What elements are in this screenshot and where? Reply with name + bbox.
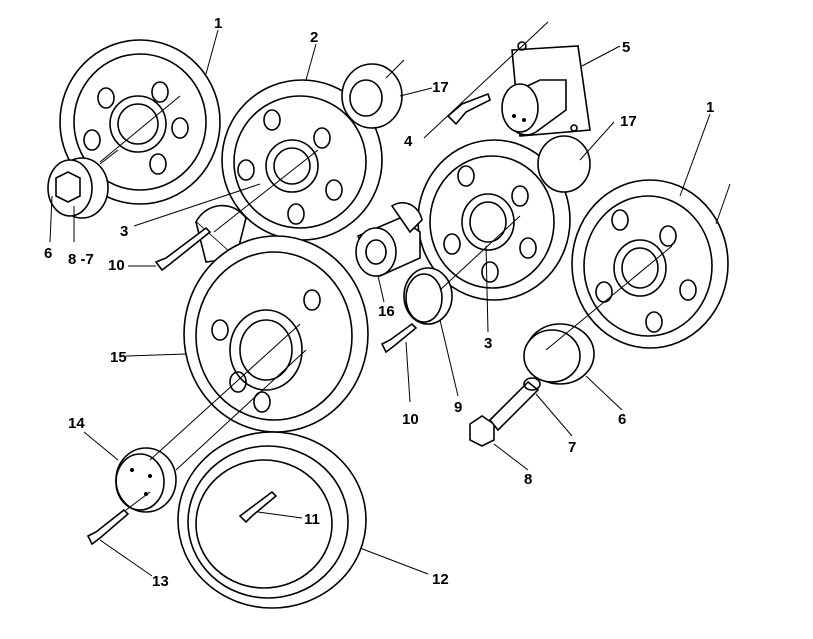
callout-8: 8 [524, 471, 532, 488]
washer-nut-left [47, 149, 119, 219]
bolt-10-center [380, 322, 418, 354]
callout-14: 14 [68, 415, 85, 432]
callout-7: 7 [568, 439, 576, 456]
gear-12 [177, 431, 367, 609]
callouts: 1 2 17 5 4 17 1 3 6 8 -7 10 16 3 15 10 9… [44, 15, 714, 590]
callout-17-top: 17 [432, 79, 449, 96]
callout-1-left: 1 [214, 15, 222, 32]
leader-lines [49, 21, 731, 577]
callout-3-right: 3 [484, 335, 492, 352]
callout-4: 4 [404, 133, 413, 150]
callout-10-left: 10 [108, 257, 125, 274]
bolt-4 [446, 92, 491, 126]
callout-2: 2 [310, 29, 318, 46]
bushing-16 [355, 201, 423, 278]
bolt-8-right [469, 377, 541, 447]
callout-6-left: 6 [44, 245, 52, 262]
callout-8-7: 8 -7 [68, 251, 94, 268]
bolt-13 [86, 508, 130, 546]
callout-12: 12 [432, 571, 449, 588]
callout-16: 16 [378, 303, 395, 320]
callout-11: 11 [304, 511, 320, 528]
callout-15: 15 [110, 349, 127, 366]
gear-15 [183, 235, 369, 433]
bolt-10-left [154, 226, 212, 272]
gear-1-left [59, 39, 221, 205]
gear-2 [221, 79, 383, 241]
washer-14 [115, 447, 177, 513]
callout-13: 13 [152, 573, 169, 590]
cap-9 [403, 267, 453, 325]
washer-6-right [523, 323, 595, 385]
spacer-17-top [341, 59, 405, 129]
callout-17-right: 17 [620, 113, 637, 130]
callout-1-right: 1 [706, 99, 714, 116]
bracket-plate-5 [501, 41, 591, 137]
bolt-11 [238, 490, 278, 524]
callout-5: 5 [622, 39, 630, 56]
callout-3-left: 3 [120, 223, 128, 240]
spacer-17-right [537, 135, 591, 193]
callout-10-center: 10 [402, 411, 419, 428]
callout-6-right: 6 [618, 411, 626, 428]
callout-9: 9 [454, 399, 462, 416]
gear-3-right [417, 139, 571, 301]
shaft-lines [99, 95, 673, 511]
